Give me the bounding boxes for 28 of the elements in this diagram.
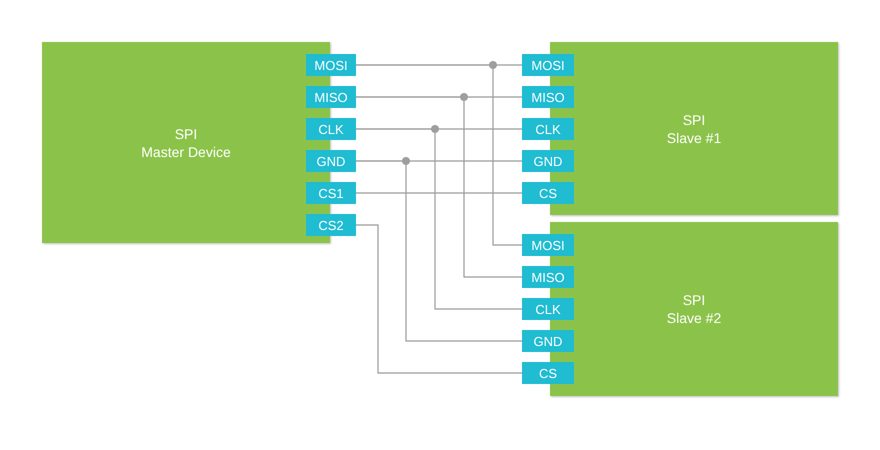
device-label: SPI — [682, 291, 706, 309]
pin-label: GND — [522, 330, 574, 352]
wire — [356, 160, 522, 342]
pin-label: MOSI — [522, 54, 574, 76]
pin-label: MISO — [522, 266, 574, 288]
wire — [356, 224, 522, 374]
wire — [356, 128, 522, 310]
pin-label: CS — [522, 182, 574, 204]
device-label: Slave #2 — [666, 309, 722, 327]
pin-label: CS1 — [306, 182, 356, 204]
pin-label: CS — [522, 362, 574, 384]
pin-label: GND — [306, 150, 356, 172]
pin-label: GND — [522, 150, 574, 172]
device-label: SPI — [174, 124, 198, 142]
wire — [356, 64, 522, 246]
pin-label: CLK — [522, 298, 574, 320]
pin-label: MISO — [522, 86, 574, 108]
device-label: SPI — [682, 110, 706, 128]
pin-label: CLK — [306, 118, 356, 140]
wire — [356, 96, 522, 278]
pin-label: CLK — [522, 118, 574, 140]
device-label: Slave #1 — [666, 128, 722, 146]
wire — [356, 192, 522, 194]
pin-label: MISO — [306, 86, 356, 108]
pin-label: CS2 — [306, 214, 356, 236]
device-label: Master Device — [141, 142, 231, 160]
pin-label: MOSI — [522, 234, 574, 256]
pin-label: MOSI — [306, 54, 356, 76]
